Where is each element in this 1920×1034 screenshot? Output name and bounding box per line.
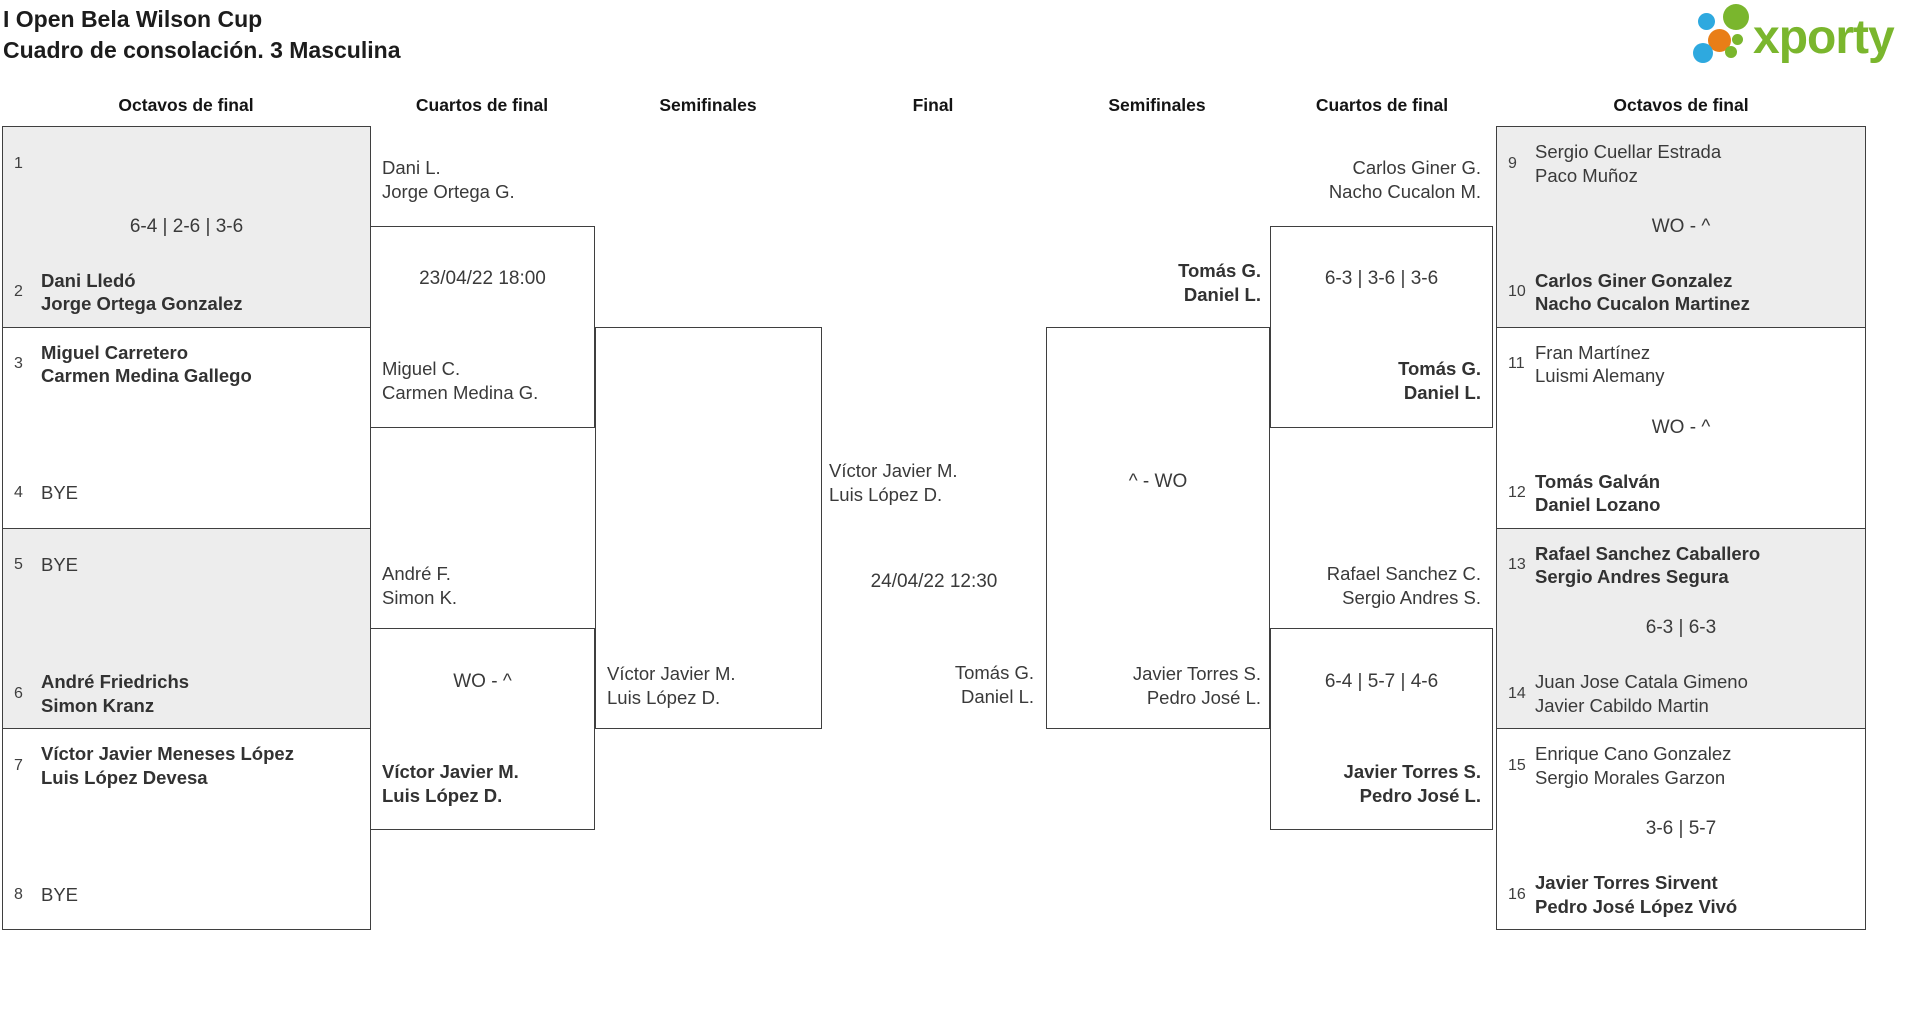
- seed-number: 9: [1508, 154, 1517, 172]
- team-name: André Friedrichs Simon Kranz: [41, 671, 190, 716]
- team-name: Miguel C. Carmen Medina G.: [382, 358, 539, 403]
- match-box-qf-right-1[interactable]: [1270, 226, 1493, 428]
- round-header-final: Final: [912, 95, 954, 115]
- seed-number: 12: [1508, 484, 1526, 501]
- round-header-qf-right: Cuartos de final: [1315, 95, 1449, 115]
- team-name: Rafael Sanchez Caballero Sergio Andres S…: [1535, 542, 1761, 588]
- match-box-r16-8[interactable]: 15 Enrique Cano Gonzalez Sergio Morales …: [1497, 728, 1865, 929]
- team-name: BYE: [41, 482, 79, 504]
- team-name: Víctor Javier M. Luis López D.: [382, 761, 519, 806]
- seed-number: 5: [14, 556, 23, 573]
- tournament-name: I Open Bela Wilson Cup: [3, 6, 263, 32]
- logo-dot-icon: [1693, 43, 1713, 63]
- brand-wordmark: xporty: [1753, 11, 1895, 64]
- draw-name: Cuadro de consolación. 3 Masculina: [3, 37, 401, 63]
- seed-number: 8: [14, 885, 23, 903]
- seed-number: 10: [1508, 283, 1526, 301]
- xporty-logo[interactable]: xporty: [1690, 2, 1918, 74]
- match-score: 6-3 | 6-3: [1645, 617, 1717, 639]
- match-score: WO - ^: [1651, 215, 1711, 237]
- match-box-r16-5[interactable]: 9 Sergio Cuellar Estrada Paco Muñoz WO -…: [1497, 127, 1865, 327]
- round-header-r16-left: Octavos de final: [118, 95, 254, 115]
- logo-dot-icon: [1698, 13, 1715, 30]
- team-name: BYE: [41, 554, 79, 576]
- match-datetime: 23/04/22 18:00: [419, 268, 546, 289]
- seed-number: 11: [1508, 355, 1525, 373]
- match-box-qf-left-1[interactable]: [370, 226, 595, 428]
- round-header-sf-left: Semifinales: [659, 95, 757, 115]
- team-name: Víctor Javier M. Luis López D.: [607, 663, 736, 708]
- match-box-r16-6[interactable]: 11 Fran Martínez Luismi Alemany WO - ^ 1…: [1497, 326, 1865, 528]
- r16-left-column: 1 6-4 | 2-6 | 3-6 2 Dani Lledó Jorge Ort…: [2, 126, 371, 930]
- team-name: Enrique Cano Gonzalez Sergio Morales Gar…: [1535, 743, 1732, 788]
- team-name: Fran Martínez Luismi Alemany: [1535, 341, 1665, 387]
- r16-right-column: 9 Sergio Cuellar Estrada Paco Muñoz WO -…: [1496, 126, 1866, 930]
- match-box-sf-right[interactable]: [1046, 327, 1270, 729]
- team-name: Javier Torres S. Pedro José L.: [1132, 663, 1261, 708]
- seed-number: 6: [14, 684, 23, 702]
- team-name: Tomás G. Daniel L.: [1178, 260, 1261, 305]
- team-name: Javier Torres Sirvent Pedro José López V…: [1535, 872, 1738, 917]
- team-name: Tomás Galván Daniel Lozano: [1535, 470, 1661, 516]
- team-name: Víctor Javier Meneses López Luis López D…: [41, 743, 294, 788]
- logo-dot-icon: [1708, 29, 1731, 52]
- logo-dot-icon: [1732, 34, 1743, 45]
- seed-number: 4: [14, 484, 23, 501]
- seed-number: 15: [1508, 756, 1526, 774]
- logo-dot-icon: [1723, 4, 1749, 30]
- team-name: Javier Torres S. Pedro José L.: [1343, 761, 1481, 806]
- seed-number: 7: [14, 756, 23, 774]
- team-name: Juan Jose Catala Gimeno Javier Cabildo M…: [1535, 671, 1748, 716]
- match-box-qf-left-2[interactable]: [370, 628, 595, 830]
- match-score: WO - ^: [453, 671, 512, 692]
- team-name: Carlos Giner Gonzalez Nacho Cucalon Mart…: [1535, 269, 1750, 315]
- seed-number: 1: [14, 154, 23, 172]
- team-name: Dani L. Jorge Ortega G.: [382, 157, 515, 202]
- seed-number: 16: [1508, 885, 1526, 903]
- match-box-sf-left[interactable]: [595, 327, 822, 729]
- match-box-r16-3[interactable]: 5 BYE 6 André Friedrichs Simon Kranz: [3, 527, 370, 729]
- seed-number: 3: [14, 355, 23, 373]
- team-name: Víctor Javier M. Luis López D.: [829, 460, 958, 505]
- match-box-r16-7[interactable]: 13 Rafael Sanchez Caballero Sergio Andre…: [1497, 527, 1865, 729]
- logo-dot-icon: [1725, 46, 1737, 58]
- team-name: Sergio Cuellar Estrada Paco Muñoz: [1535, 141, 1722, 186]
- match-score: 3-6 | 5-7: [1645, 818, 1717, 840]
- team-name: Carlos Giner G. Nacho Cucalon M.: [1328, 157, 1481, 202]
- round-header-r16-right: Octavos de final: [1613, 95, 1749, 115]
- team-name: André F. Simon K.: [382, 563, 458, 608]
- team-name: Miguel Carretero Carmen Medina Gallego: [41, 341, 252, 387]
- match-score: WO - ^: [1651, 416, 1711, 438]
- match-datetime: 24/04/22 12:30: [870, 571, 998, 592]
- match-box-qf-right-2[interactable]: [1270, 628, 1493, 830]
- match-score: 6-4 | 2-6 | 3-6: [129, 215, 244, 237]
- match-box-r16-4[interactable]: 7 Víctor Javier Meneses López Luis López…: [3, 728, 370, 929]
- match-score: 6-4 | 5-7 | 4-6: [1324, 671, 1439, 692]
- match-box-r16-2[interactable]: 3 Miguel Carretero Carmen Medina Gallego…: [3, 326, 370, 528]
- page-title: I Open Bela Wilson Cup Cuadro de consola…: [3, 4, 400, 66]
- seed-number: 13: [1508, 556, 1526, 573]
- team-name: Tomás G. Daniel L.: [1398, 358, 1481, 403]
- team-name: Dani Lledó Jorge Ortega Gonzalez: [41, 269, 243, 315]
- match-box-r16-1[interactable]: 1 6-4 | 2-6 | 3-6 2 Dani Lledó Jorge Ort…: [3, 127, 370, 327]
- team-name: Tomás G. Daniel L.: [954, 662, 1034, 707]
- seed-number: 14: [1508, 684, 1526, 702]
- match-score: 6-3 | 3-6 | 3-6: [1324, 268, 1439, 289]
- team-name: BYE: [41, 883, 79, 905]
- round-header-qf-left: Cuartos de final: [415, 95, 549, 115]
- round-header-sf-right: Semifinales: [1108, 95, 1206, 115]
- match-score: ^ - WO: [1128, 471, 1188, 492]
- seed-number: 2: [14, 283, 23, 301]
- team-name: Rafael Sanchez C. Sergio Andres S.: [1326, 563, 1481, 608]
